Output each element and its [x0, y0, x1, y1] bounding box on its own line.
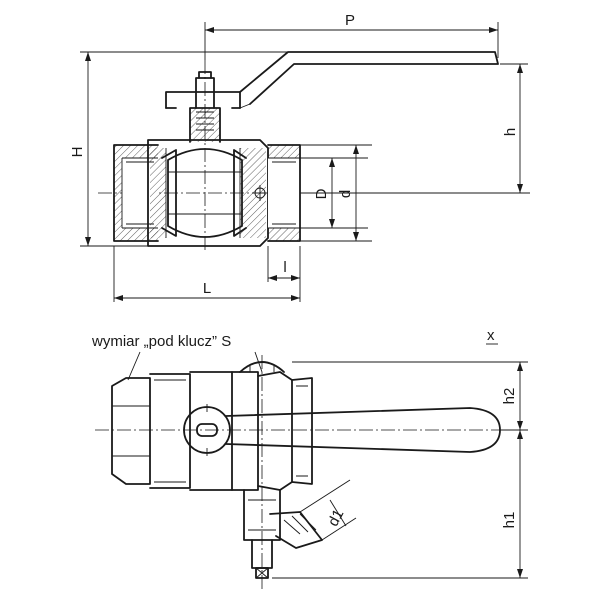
- label-d: d: [337, 190, 354, 198]
- valve-exterior-view: wymiar „pod klucz” S x: [91, 327, 528, 590]
- label-h: h: [502, 128, 519, 136]
- dim-d1: [329, 499, 347, 527]
- valve-stem: [189, 71, 221, 143]
- label-x: x: [487, 327, 495, 344]
- label-d1: d1: [325, 507, 348, 530]
- label-D: D: [313, 188, 330, 199]
- label-L: L: [203, 280, 211, 297]
- valve-ball: [167, 148, 268, 238]
- label-h1: h1: [501, 512, 518, 529]
- right-threaded-end: [267, 144, 301, 242]
- label-h2: h2: [501, 388, 518, 405]
- valve-section-view: P H h D d l L: [69, 12, 530, 302]
- label-P: P: [345, 12, 355, 29]
- left-hex-end: [111, 373, 191, 489]
- wrench-size-caption: wymiar „pod klucz” S: [91, 333, 231, 350]
- handle-lever: [165, 51, 499, 109]
- drain-fitting: [243, 489, 323, 579]
- label-H: H: [69, 147, 86, 158]
- exterior-body: [189, 371, 313, 491]
- stem-cap: [239, 361, 285, 373]
- label-l: l: [283, 259, 286, 276]
